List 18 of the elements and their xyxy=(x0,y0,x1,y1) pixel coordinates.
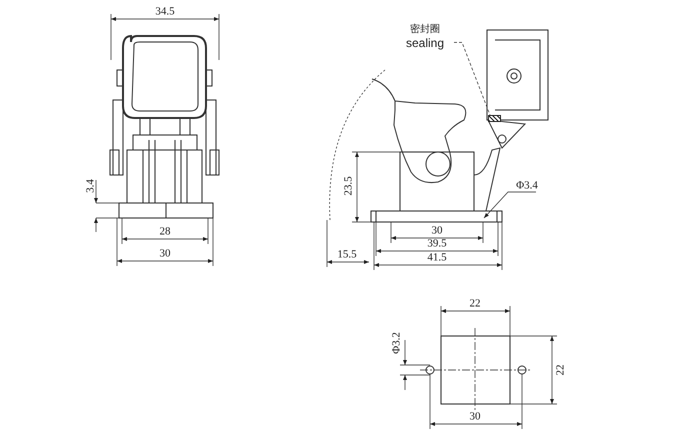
sealing-ring xyxy=(488,115,501,122)
dimension-label: 3.4 xyxy=(86,179,96,193)
dimension-label: 22 xyxy=(470,298,480,310)
callout-text: 密封圈 xyxy=(409,24,441,36)
dimension-label: 30 xyxy=(432,226,442,236)
dimension-label: 22 xyxy=(556,364,566,376)
dimension-label: 30 xyxy=(470,412,480,422)
dimension-label: 41.5 xyxy=(427,252,447,264)
dimension-label: 28 xyxy=(160,226,170,238)
dimension-label: 39.5 xyxy=(427,238,447,250)
dimension-label: 30 xyxy=(160,248,170,260)
dimension-label: Φ3.2 xyxy=(392,332,402,354)
leader-line xyxy=(454,42,490,116)
dimension-label: 34.5 xyxy=(155,6,175,18)
dimension-label: 23.5 xyxy=(344,176,354,196)
dimension-label: 15.5 xyxy=(337,250,357,260)
dimension-label: Φ3.4 xyxy=(516,180,538,192)
callout-text: sealing xyxy=(404,36,446,50)
